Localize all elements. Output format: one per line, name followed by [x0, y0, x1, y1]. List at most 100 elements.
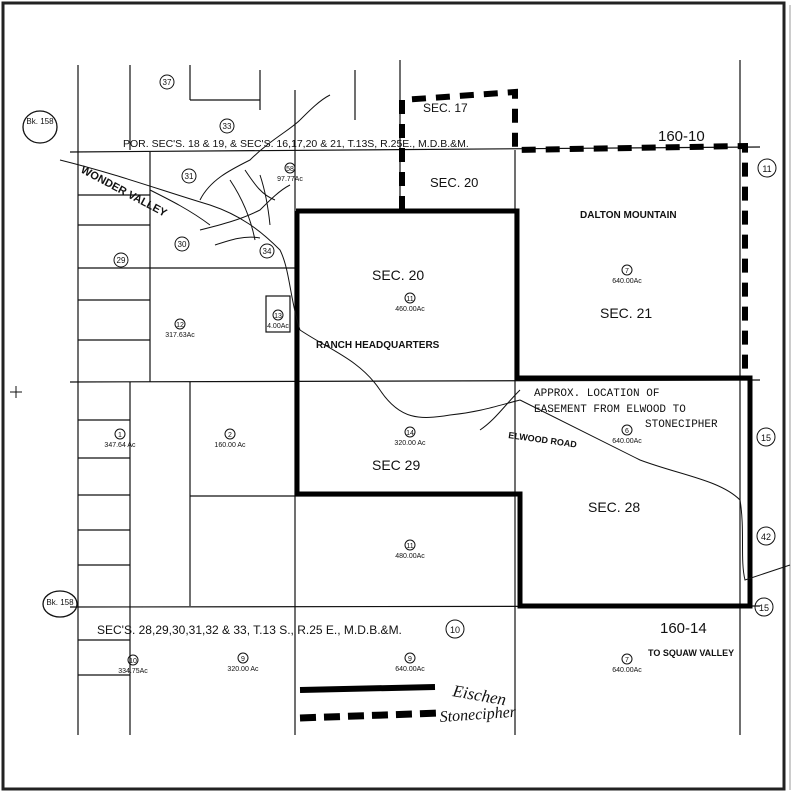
easement-note-line1: APPROX. LOCATION OF: [534, 388, 659, 400]
parcel-marker: 2 160.00 Ac: [214, 428, 246, 449]
misc-circle-ring: [159, 74, 175, 90]
parcel-acreage: 4.00Ac: [267, 323, 289, 330]
section-20-upper-label: SEC. 20: [430, 175, 478, 190]
adjacent-page-15a-text: 15: [761, 433, 771, 443]
adjacent-page-11-text: 11: [762, 164, 771, 174]
misc-circle: 29: [113, 252, 129, 268]
parcel-marker: 11 480.00Ac: [395, 539, 425, 560]
parcel-acreage: 160.00 Ac: [214, 442, 246, 449]
parcel-acreage: 320.00 Ac: [394, 440, 426, 447]
misc-circle-ring: [181, 168, 197, 184]
parcel-acreage: 317.63Ac: [165, 332, 195, 339]
section-20-label: SEC. 20: [372, 267, 424, 283]
ranch-hq-label: RANCH HEADQUARTERS: [316, 340, 440, 351]
parcel-number: 11: [406, 296, 413, 303]
parcel-acreage: 460.00Ac: [395, 306, 425, 313]
parcel-acreage: 640.00Ac: [612, 278, 642, 285]
parcel-acreage: 347.64 Ac: [104, 442, 136, 449]
parcel-number-circle: [621, 424, 633, 436]
book-label-bottom-text: Bk. 158: [46, 598, 74, 607]
misc-circle: 31: [181, 168, 197, 184]
section-21-label: SEC. 21: [600, 305, 652, 321]
legend-dashed-line: [299, 709, 441, 722]
easement-note-line3: STONECIPHER: [645, 419, 718, 431]
parcel-number: 7: [625, 657, 629, 664]
misc-circle-ring: [174, 236, 190, 252]
misc-circle-ring: [219, 118, 235, 134]
parcel-number: 6: [625, 428, 629, 435]
parcel-number: 11: [406, 543, 413, 550]
misc-circle: 34: [259, 243, 275, 259]
parcel-acreage: 640.00Ac: [612, 667, 642, 674]
book-label-bottom: Bk. 158: [42, 590, 78, 618]
misc-circle-ring: [259, 243, 275, 259]
misc-circle: 37: [159, 74, 175, 90]
misc-circle-number: 34: [263, 247, 272, 256]
parcel-marker: 13 4.00Ac: [267, 309, 289, 330]
parcel-number-circle: [621, 264, 633, 276]
misc-circle-ring: [113, 252, 129, 268]
parcel-number-circle: [404, 539, 416, 551]
misc-circle-number: 29: [117, 256, 126, 265]
adjacent-page-15b: 15: [754, 597, 774, 617]
page-ref-top: 160-10: [658, 128, 705, 145]
adjacent-page-42-text: 42: [761, 532, 771, 542]
parcel-number: 10: [129, 658, 137, 665]
section-17-label: SEC. 17: [423, 101, 468, 115]
parcel-acreage: 480.00Ac: [395, 553, 425, 560]
parcel-marker: 14 320.00 Ac: [394, 426, 426, 447]
footer-sections: SEC'S. 28,29,30,31,32 & 33, T.13 S., R.2…: [97, 623, 402, 637]
parcel-acreage: 320.00 Ac: [227, 666, 259, 673]
parcel-acreage: 334.75Ac: [118, 668, 148, 675]
parcel-number: 12: [176, 322, 184, 329]
parcel-marker: 11 460.00Ac: [395, 292, 425, 313]
parcel-number-circle: [237, 652, 249, 664]
parcel-number-circle: [272, 309, 284, 321]
parcel-number: 7: [625, 268, 629, 275]
legend-solid-line: [299, 684, 436, 693]
adjacent-page-42: 42: [756, 526, 776, 546]
place-dalton-mountain: DALTON MOUNTAIN: [580, 210, 677, 221]
registration-mark: [10, 386, 22, 398]
header-portion: POR. SEC'S. 18 & 19, & SEC'S. 16,17,20 &…: [123, 138, 469, 150]
parcel-acreage: 640.00Ac: [395, 666, 425, 673]
misc-circle: 33: [219, 118, 235, 134]
parcel-marker: 7 640.00Ac: [612, 264, 642, 285]
parcel-number: 9: [408, 656, 412, 663]
parcel-number-circle: [404, 426, 416, 438]
misc-circle-number: 37: [163, 78, 172, 87]
eischen-boundary: [294, 208, 753, 609]
parcel-number: 9: [241, 656, 245, 663]
parcel-marker: 7 640.00Ac: [612, 653, 642, 674]
parcel-marker: 9 640.00Ac: [395, 652, 425, 673]
parcel-number-circle: [284, 162, 296, 174]
parcel-marker: 12 317.63Ac: [165, 318, 195, 339]
adjacent-page-11: 11: [757, 158, 777, 178]
to-squaw-valley-label: TO SQUAW VALLEY: [648, 648, 734, 658]
page-ref-bottom: 160-14: [660, 620, 707, 637]
page-border: [1, 1, 786, 791]
parcel-number: 13: [274, 313, 282, 320]
parcel-number: 58: [286, 166, 294, 173]
book-label-top-text: Bk. 158: [26, 117, 54, 126]
parcel-number-circle: [114, 428, 126, 440]
misc-circle-number: 30: [178, 240, 187, 249]
adjacent-page-10: 10: [445, 619, 465, 639]
misc-circle: 30: [174, 236, 190, 252]
adjacent-page-15b-text: 15: [759, 603, 769, 613]
parcel-number: 14: [406, 430, 414, 437]
parcel-number: 2: [228, 432, 232, 439]
parcel-marker: 9 320.00 Ac: [227, 652, 259, 673]
road-network: [59, 94, 791, 581]
misc-circle-number: 31: [185, 172, 194, 181]
parcel-marker: 10 334.75Ac: [118, 654, 148, 675]
easement-note-line2: EASEMENT FROM ELWOOD TO: [534, 404, 686, 416]
misc-circles: 37 33 31 30 34 29: [113, 74, 275, 268]
parcel-number-circle: [174, 318, 186, 330]
misc-circle-number: 33: [223, 122, 232, 131]
parcel-acreage: 97.77Ac: [277, 176, 303, 183]
